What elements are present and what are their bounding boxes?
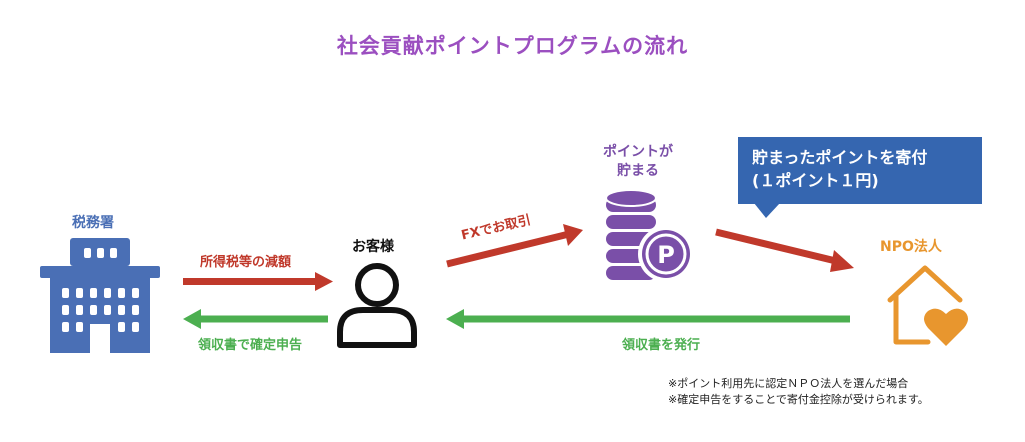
footnotes: ※ポイント利用先に認定ＮＰＯ法人を選んだ場合 ※確定申告をすることで寄付金控除が… (668, 376, 929, 408)
tax-office-label: 税務署 (72, 215, 114, 231)
arrow-receipt-filing (183, 309, 328, 329)
tax-reduction-label: 所得税等の減額 (200, 255, 292, 270)
customer-label: お客様 (352, 239, 394, 255)
arrow-fx-trade (446, 224, 583, 268)
office-building-icon (40, 238, 160, 353)
donation-callout: 貯まったポイントを寄付 (１ポイント１円) (738, 137, 982, 204)
points-label-line1: ポイントが (603, 144, 673, 160)
receipt-filing-label: 領収書で確定申告 (198, 338, 303, 353)
footnote-1: ※ポイント利用先に認定ＮＰＯ法人を選んだ場合 (668, 377, 909, 390)
points-label: ポイントが 貯まる (598, 143, 678, 181)
footnote-2: ※確定申告をすることで寄付金控除が受けられます。 (668, 393, 929, 406)
callout-line1: 貯まったポイントを寄付 (752, 148, 928, 167)
callout-pointer (754, 203, 780, 218)
arrow-issue-receipt (446, 309, 850, 329)
callout-line2: (１ポイント１円) (752, 171, 879, 190)
coin-stack-icon: P (605, 189, 694, 282)
arrow-tax-reduction (183, 272, 333, 291)
coin-symbol: P (657, 241, 675, 269)
issue-receipt-label: 領収書を発行 (622, 338, 701, 353)
npo-label: NPO法人 (880, 239, 942, 255)
arrow-donation (715, 228, 854, 272)
person-icon (337, 263, 417, 348)
house-heart-icon (887, 265, 968, 346)
page-title: 社会貢献ポイントプログラムの流れ (336, 34, 689, 58)
points-label-line2: 貯まる (617, 163, 659, 179)
